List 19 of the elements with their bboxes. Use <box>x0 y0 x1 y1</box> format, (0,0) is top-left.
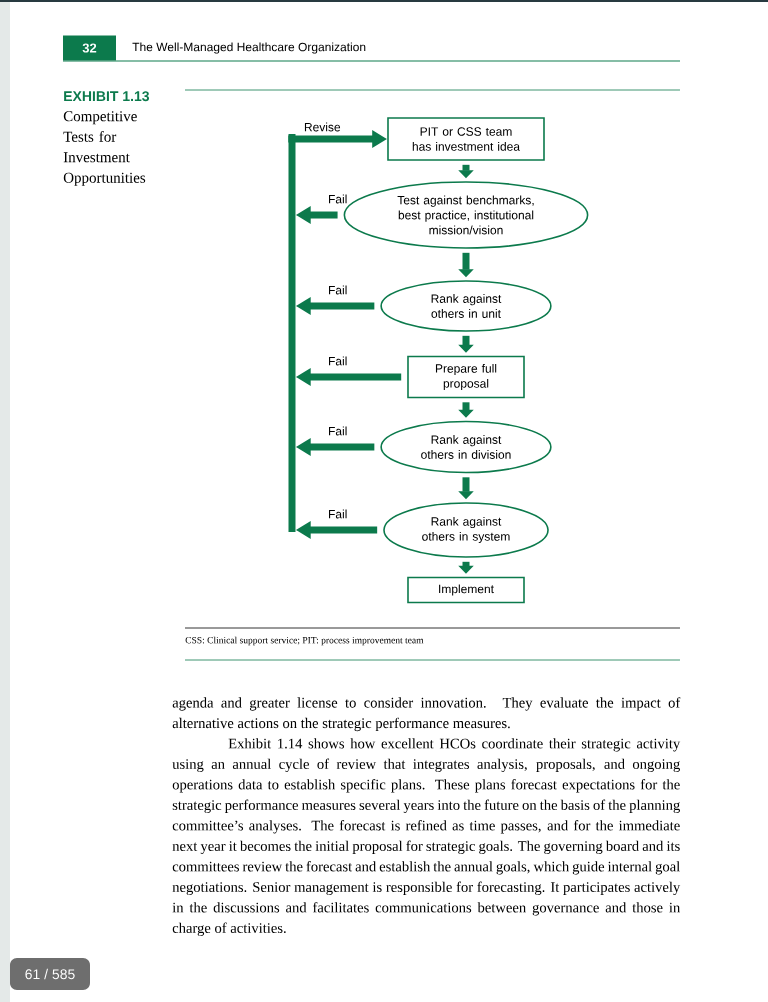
process-box: Prepare full proposal <box>407 355 525 399</box>
oval-step: Rank against others in division <box>380 420 552 474</box>
running-header: The Well-Managed Healthcare Organization <box>132 42 366 54</box>
edge-label: Revise <box>302 121 342 133</box>
oval-step: Rank against others in system <box>383 502 549 558</box>
edge-label: Fail <box>327 425 349 437</box>
edge-label: Fail <box>327 355 349 367</box>
page-number-box: 32 <box>63 35 116 61</box>
body-paragraph: agenda and greater license to consider innovation. They evaluate the impact of alternative actions on the strategic performance measures. <box>172 697 681 732</box>
edge-label: Fail <box>327 508 349 520</box>
page-counter-badge: 61 / 585 <box>10 958 90 990</box>
footnote: CSS: Clinical support service; PIT: process improvement team <box>185 636 424 646</box>
body-paragraph: Exhibit 1.14 shows how excellent HCOs coordinate their strategic activity using an annual cycle of review that integrates analysis, proposals, and ongoing operations data to establish specific plans. These plans forecast expectations for the strategic performance measures several years into the future on the basis of the planning committee’s analyses. The forecast is refined as time passes, and for the immediate next year it becomes the initial proposal for strategic goals. The governing board and its committees review the forecast and establish the annual goals, which guide internal goal negotiations. Senior management is responsible for forecasting. It participates actively in the discussions and facilitates communications between governance and those in charge of activities. <box>172 738 681 936</box>
edge-label: Fail <box>327 284 349 296</box>
exhibit-number: EXHIBIT 1.13 <box>64 91 150 102</box>
process-box: PIT or CSS team has investment idea <box>387 117 545 161</box>
oval-step: Rank against others in unit <box>380 280 552 332</box>
process-box: Implement <box>407 576 525 604</box>
exhibit-title: Competitive Tests for Investment Opportunities <box>63 111 146 186</box>
